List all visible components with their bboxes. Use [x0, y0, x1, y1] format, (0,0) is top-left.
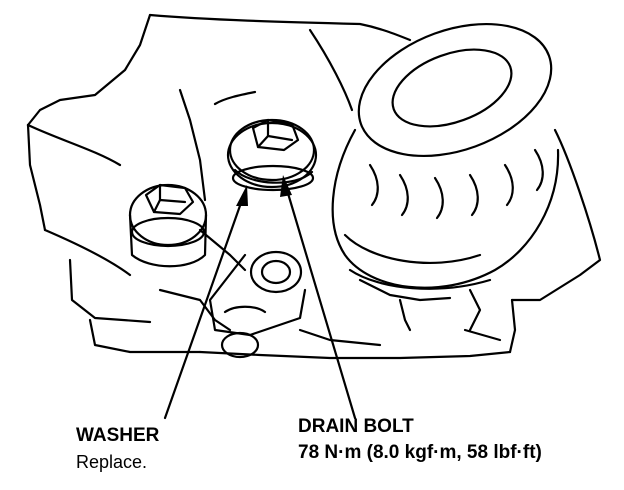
- drain-bolt: [226, 118, 318, 189]
- oil-filter: [331, 22, 560, 290]
- washer-label: WASHER: [76, 425, 160, 446]
- washer-arrowhead: [236, 185, 248, 206]
- bracket-boss: [208, 250, 307, 359]
- washer-instruction: Replace.: [76, 452, 148, 472]
- drain-bolt-arrowhead: [280, 175, 292, 197]
- drain-bolt-leader-line: [285, 188, 357, 420]
- left-fitting: [128, 183, 208, 268]
- drain-bolt-torque-spec: 78 N·m (8.0 kgf·m, 58 lbf·ft): [298, 442, 542, 463]
- washer: [231, 164, 315, 192]
- engine-block-outline: [26, 13, 602, 360]
- washer-leader-line: [163, 198, 244, 420]
- drain-bolt-label: DRAIN BOLT: [298, 416, 414, 437]
